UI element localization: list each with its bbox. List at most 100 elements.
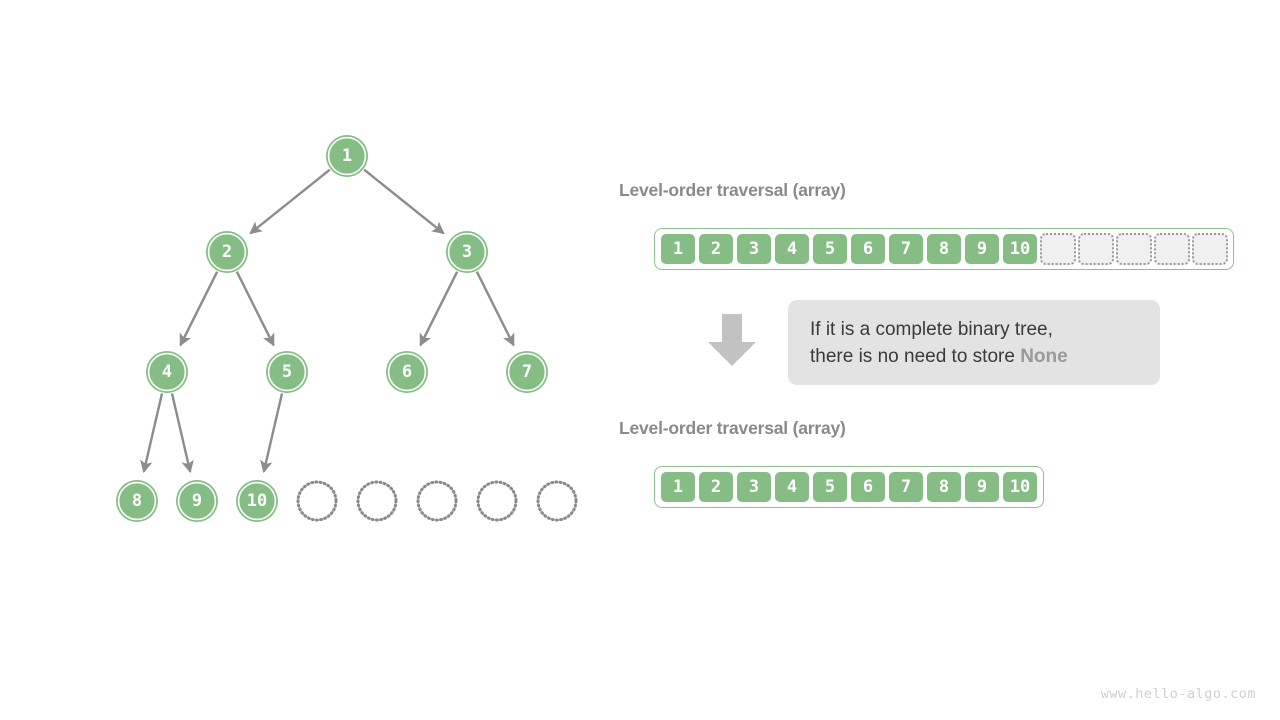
array-cell: 3: [736, 233, 772, 265]
node-circle: [206, 231, 248, 273]
node-inner-ring: [507, 352, 547, 392]
array-cell: 5: [812, 471, 848, 503]
array-cell: 7: [888, 233, 924, 265]
node-placeholder-circle: [416, 480, 458, 522]
node-inner-ring: [117, 481, 157, 521]
tree-node: 8: [116, 480, 158, 522]
array-cell-empty: [1040, 233, 1076, 265]
node-label: 5: [282, 362, 292, 382]
array-cell: 9: [964, 471, 1000, 503]
node-label: 8: [132, 491, 142, 511]
node-inner-ring: [237, 481, 277, 521]
node-circle: [146, 351, 188, 393]
tree-edge: [260, 393, 284, 474]
array-cell: 4: [774, 471, 810, 503]
tree-node-empty: [536, 480, 578, 522]
tree-node: 2: [206, 231, 248, 273]
node-placeholder-circle: [536, 480, 578, 522]
tree-node: 3: [446, 231, 488, 273]
tree-node-empty: [296, 480, 338, 522]
tree-edge: [419, 271, 459, 347]
site-watermark: www.hello-algo.com: [1100, 686, 1256, 702]
node-circle: [236, 480, 278, 522]
note-line-1: If it is a complete binary tree,: [810, 318, 1053, 340]
array-cell: 10: [1002, 233, 1038, 265]
node-inner-ring: [147, 352, 187, 392]
node-inner-ring: [177, 481, 217, 521]
node-circle: [266, 351, 308, 393]
array-cell: 7: [888, 471, 924, 503]
tree-node: 6: [386, 351, 428, 393]
tree-edge: [235, 271, 275, 347]
array-cell: 10: [1002, 471, 1038, 503]
node-placeholder-circle: [356, 480, 398, 522]
array-cell: 1: [660, 471, 696, 503]
node-label: 1: [342, 146, 352, 166]
node-circle: [326, 135, 368, 177]
node-label: 6: [402, 362, 412, 382]
array-cell-empty: [1154, 233, 1190, 265]
node-placeholder-circle: [296, 480, 338, 522]
node-label: 9: [192, 491, 202, 511]
tree-edge: [475, 271, 515, 347]
node-placeholder-circle: [476, 480, 518, 522]
node-inner-ring: [327, 136, 367, 176]
array-cell: 6: [850, 471, 886, 503]
node-circle: [176, 480, 218, 522]
note-none-keyword: None: [1020, 345, 1068, 367]
node-circle: [446, 231, 488, 273]
down-arrow-icon: [708, 314, 756, 366]
node-inner-ring: [447, 232, 487, 272]
note-line-2: there is no need to store None: [810, 343, 1138, 370]
array-bottom-title: Level-order traversal (array): [619, 418, 846, 438]
node-circle: [506, 351, 548, 393]
tree-nodes: 1 2 3 4 5 6 7 8 9 10: [116, 135, 578, 522]
tree-node-empty: [356, 480, 398, 522]
array-cell: 8: [926, 233, 962, 265]
tree-node: 1: [326, 135, 368, 177]
array-cell: 8: [926, 471, 962, 503]
array-cell: 5: [812, 233, 848, 265]
node-label: 3: [462, 242, 472, 262]
tree-node-empty: [416, 480, 458, 522]
tree-edge: [170, 393, 194, 474]
tree-node: 4: [146, 351, 188, 393]
array-cell-empty: [1192, 233, 1228, 265]
tree-svg: 1 2 3 4 5 6 7 8 9 10: [116, 135, 578, 522]
tree-edge: [179, 271, 219, 347]
node-inner-ring: [387, 352, 427, 392]
note-callout: If it is a complete binary tree, there i…: [788, 300, 1160, 385]
node-inner-ring: [207, 232, 247, 272]
array-top-title: Level-order traversal (array): [619, 180, 846, 200]
binary-tree-diagram: 1 2 3 4 5 6 7 8 9 10: [0, 0, 620, 720]
tree-node: 10: [236, 480, 278, 522]
tree-edges: [140, 168, 515, 474]
node-circle: [386, 351, 428, 393]
array-cell: 4: [774, 233, 810, 265]
tree-node: 9: [176, 480, 218, 522]
tree-node: 7: [506, 351, 548, 393]
node-label: 10: [247, 491, 267, 511]
array-cell: 9: [964, 233, 1000, 265]
array-cell: 6: [850, 233, 886, 265]
node-inner-ring: [267, 352, 307, 392]
note-line-2-prefix: there is no need to store: [810, 345, 1021, 367]
tree-edge: [140, 393, 164, 474]
tree-edge: [363, 168, 445, 235]
tree-node-empty: [476, 480, 518, 522]
tree-node: 5: [266, 351, 308, 393]
array-cell: 2: [698, 233, 734, 265]
node-label: 7: [522, 362, 532, 382]
array-cell: 3: [736, 471, 772, 503]
node-label: 2: [222, 242, 232, 262]
array-cell: 1: [660, 233, 696, 265]
node-circle: [116, 480, 158, 522]
tree-edge: [249, 168, 331, 235]
array-cell: 2: [698, 471, 734, 503]
node-label: 4: [162, 362, 172, 382]
array-cell-empty: [1078, 233, 1114, 265]
array-cell-empty: [1116, 233, 1152, 265]
